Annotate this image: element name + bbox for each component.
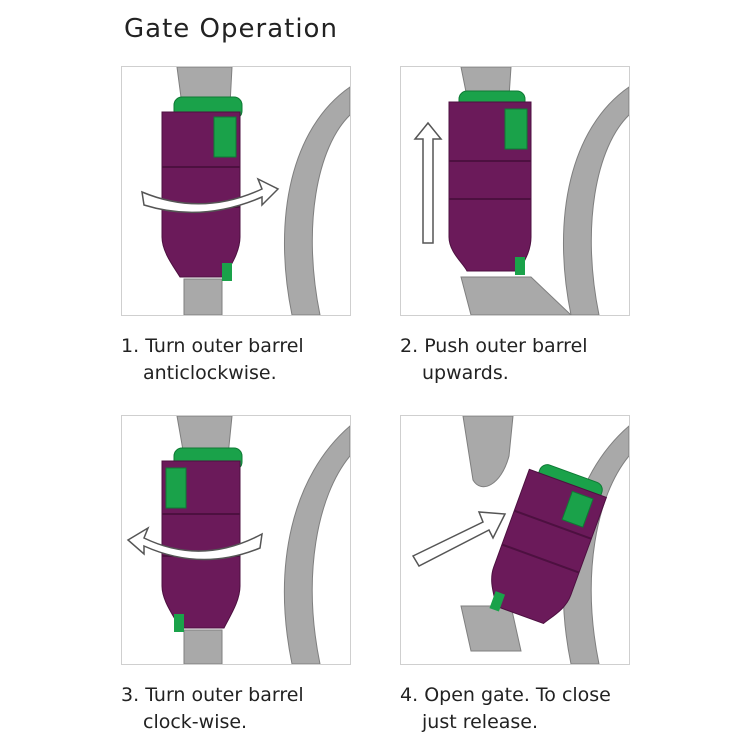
step-2-text-line2: upwards. [422,362,509,384]
step-3-illustration [121,415,351,665]
step-1-caption: 1. Turn outer barrel anticlockwise. [121,333,304,387]
step-3-text-line2: clock-wise. [143,711,248,733]
step-1-text-line2: anticlockwise. [143,362,277,384]
step-2-text-line1: Push outer barrel [424,335,588,357]
step-3-number: 3. [121,684,140,706]
step-4-number: 4. [400,684,419,706]
step-4-text-line2: just release. [422,711,539,733]
step-4-caption: 4. Open gate. To close just release. [400,682,611,736]
step-1-illustration [121,66,351,316]
step-3-caption: 3. Turn outer barrel clock-wise. [121,682,304,736]
step-1-text-line1: Turn outer barrel [145,335,304,357]
step-4-text-line1: Open gate. To close [424,684,611,706]
step-2-caption: 2. Push outer barrel upwards. [400,333,588,387]
step-2-illustration [400,66,630,316]
step-3-text-line1: Turn outer barrel [145,684,304,706]
step-1-number: 1. [121,335,140,357]
step-2-number: 2. [400,335,419,357]
page-title: Gate Operation [124,14,338,44]
step-4-illustration [400,415,630,665]
